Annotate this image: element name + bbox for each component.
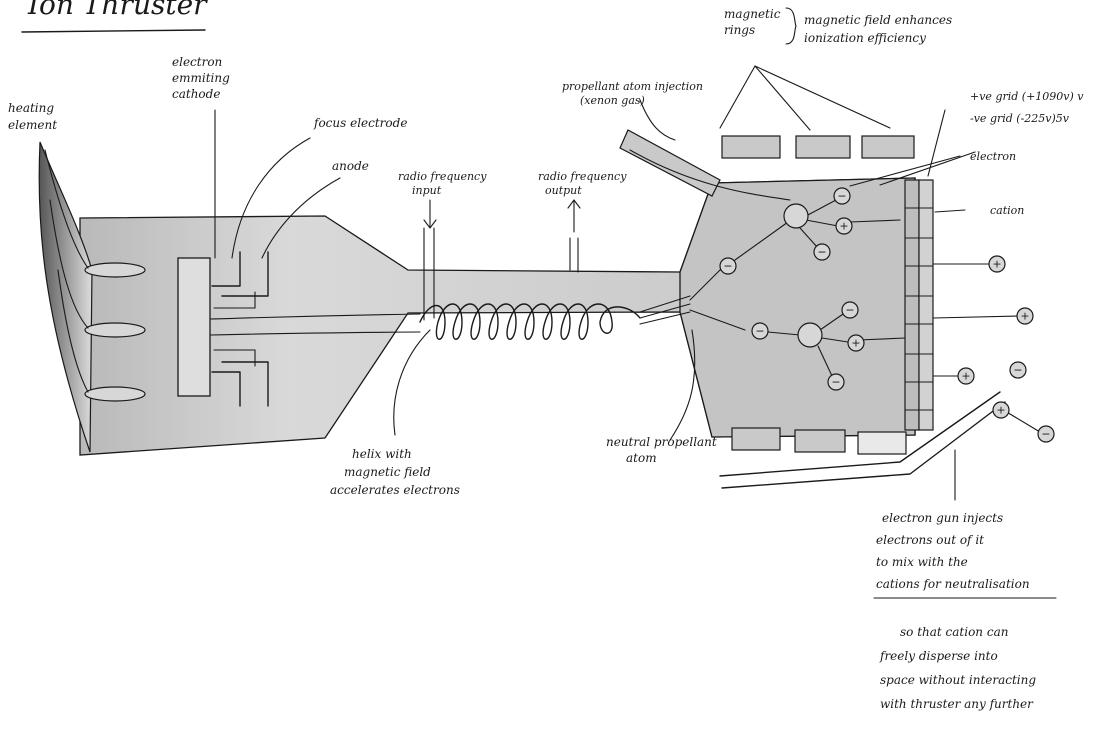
helix-coil: [419, 303, 641, 340]
propellant-outlet-lines: [639, 295, 691, 325]
heater-wire-middle: [49, 199, 89, 329]
propellant-injection-pipe: [619, 129, 721, 197]
neutral-atom-2: [797, 322, 823, 348]
cations: + + + + + +: [835, 217, 1034, 419]
leader-lines: [214, 65, 976, 501]
label-anode: anode: [332, 159, 369, 173]
magnetic-ring-top-3: [861, 135, 915, 159]
heater-filament-top: [84, 262, 146, 278]
ionization-chamber: [679, 177, 916, 438]
svg-text:−: −: [845, 304, 854, 317]
propellant-pipe-line: [629, 149, 791, 201]
svg-text:−: −: [755, 325, 764, 338]
heater-wire-top: [44, 149, 89, 269]
electron-gun-tube: [719, 391, 1006, 489]
svg-text:+: +: [1020, 310, 1029, 323]
label-cation: cation: [990, 204, 1024, 217]
negative-grid: [918, 179, 934, 431]
magnetic-ring-bottom-2: [794, 429, 846, 453]
svg-text:+: +: [992, 258, 1001, 271]
magnetic-bracket: [785, 7, 797, 45]
anode-inner-plate: [213, 291, 256, 367]
diagram-title: Ion Thruster: [27, 0, 208, 21]
rf-input-arrow: [423, 199, 437, 229]
heater-wire-bottom: [57, 269, 89, 393]
label-focus-electrode: focus electrode: [313, 116, 407, 130]
svg-text:+: +: [851, 337, 860, 350]
svg-text:+: +: [839, 220, 848, 233]
magnetic-ring-bottom-1: [731, 427, 781, 451]
svg-text:−: −: [817, 246, 826, 259]
rf-output-lead: [569, 237, 579, 273]
rf-input-lead: [423, 227, 435, 321]
magnetic-ring-top-1: [721, 135, 781, 159]
electrons: − − − − − − − −: [719, 187, 1055, 443]
svg-text:−: −: [831, 376, 840, 389]
magnetic-ring-bottom-3: [857, 431, 907, 455]
svg-text:+: +: [996, 404, 1005, 417]
rf-output-arrow: [567, 199, 581, 233]
label-propellant-injection: propellant atom injection(xenon gas): [562, 80, 703, 107]
electron-beam-upper: [209, 313, 421, 320]
svg-text:−: −: [1041, 428, 1050, 441]
title-underline: [21, 29, 206, 33]
label-electron: electron: [970, 150, 1016, 163]
magnetic-ring-top-2: [795, 135, 851, 159]
grid-crosshatch: [904, 207, 934, 411]
svg-text:−: −: [1013, 364, 1022, 377]
label-positive-grid: +ve grid (+1090v) v: [970, 90, 1084, 103]
electron-cathode: [177, 257, 211, 397]
ionization-arrows: [689, 155, 1041, 433]
focus-electrode: [211, 251, 241, 407]
neutral-atom-1: [783, 203, 809, 229]
heater-filament-middle: [84, 322, 146, 338]
heater-filament-bottom: [84, 386, 146, 402]
electron-beam-lower: [209, 331, 421, 336]
anode: [221, 251, 269, 407]
positive-grid: [904, 179, 920, 431]
heating-element: [38, 141, 93, 453]
label-negative-grid: -ve grid (-225v)5v: [970, 112, 1070, 125]
svg-text:−: −: [837, 190, 846, 203]
svg-text:+: +: [961, 370, 970, 383]
svg-text:−: −: [723, 260, 732, 273]
